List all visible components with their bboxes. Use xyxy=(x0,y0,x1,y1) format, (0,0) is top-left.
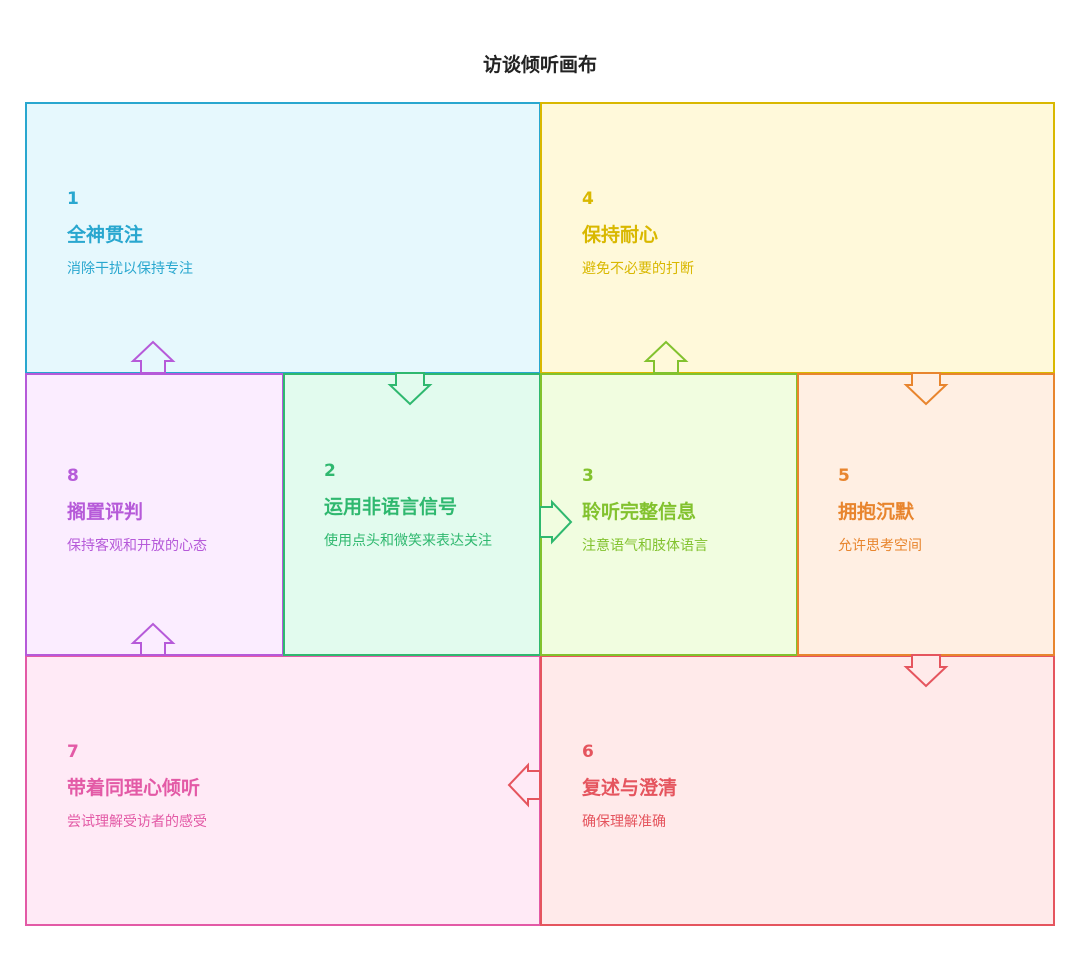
arrow-5-to-6 xyxy=(903,654,949,688)
step-5: 5 拥抱沉默 允许思考空间 xyxy=(838,465,1038,555)
step-number: 4 xyxy=(582,189,594,209)
arrow-6-to-7 xyxy=(507,762,541,808)
arrow-3-to-4 xyxy=(643,340,689,374)
step-2: 2 运用非语言信号 使用点头和微笑来表达关注 xyxy=(324,460,524,550)
arrow-2-to-3 xyxy=(539,499,573,545)
step-description: 消除干扰以保持专注 xyxy=(67,261,193,277)
step-description: 保持客观和开放的心态 xyxy=(67,538,207,554)
step-description: 使用点头和微笑来表达关注 xyxy=(324,533,492,549)
arrow-8-to-1 xyxy=(130,340,176,374)
step-description: 避免不必要的打断 xyxy=(582,261,694,277)
step-number: 5 xyxy=(838,466,850,486)
panel-3 xyxy=(540,373,798,656)
step-3: 3 聆听完整信息 注意语气和肢体语言 xyxy=(582,465,782,555)
step-number: 3 xyxy=(582,466,594,486)
step-1: 1 全神贯注 消除干扰以保持专注 xyxy=(67,188,507,278)
step-title: 全神贯注 xyxy=(67,224,144,246)
step-description: 确保理解准确 xyxy=(582,814,666,830)
step-title: 复述与澄清 xyxy=(582,777,678,799)
arrow-4-to-5 xyxy=(903,372,949,406)
step-title: 运用非语言信号 xyxy=(324,496,458,518)
step-6: 6 复述与澄清 确保理解准确 xyxy=(582,741,1022,831)
diagram-title: 访谈倾听画布 xyxy=(482,54,597,76)
panel-5 xyxy=(797,373,1055,656)
panel-6 xyxy=(540,655,1055,926)
step-title: 拥抱沉默 xyxy=(838,501,915,523)
step-8: 8 搁置评判 保持客观和开放的心态 xyxy=(67,465,267,555)
step-number: 7 xyxy=(67,742,79,762)
step-title: 保持耐心 xyxy=(582,224,659,246)
step-7: 7 带着同理心倾听 尝试理解受访者的感受 xyxy=(67,741,507,831)
step-description: 允许思考空间 xyxy=(838,538,922,554)
step-description: 尝试理解受访者的感受 xyxy=(67,814,207,830)
step-number: 1 xyxy=(67,189,79,209)
step-title: 带着同理心倾听 xyxy=(67,777,201,799)
step-number: 8 xyxy=(67,466,79,486)
step-number: 2 xyxy=(324,461,336,481)
panel-4 xyxy=(540,102,1055,374)
step-description: 注意语气和肢体语言 xyxy=(582,538,708,554)
step-number: 6 xyxy=(582,742,594,762)
step-title: 搁置评判 xyxy=(67,501,144,523)
step-4: 4 保持耐心 避免不必要的打断 xyxy=(582,188,1022,278)
step-title: 聆听完整信息 xyxy=(582,501,697,523)
arrow-7-to-8 xyxy=(130,622,176,656)
panel-2 xyxy=(283,373,541,656)
arrow-1-to-2 xyxy=(387,372,433,406)
